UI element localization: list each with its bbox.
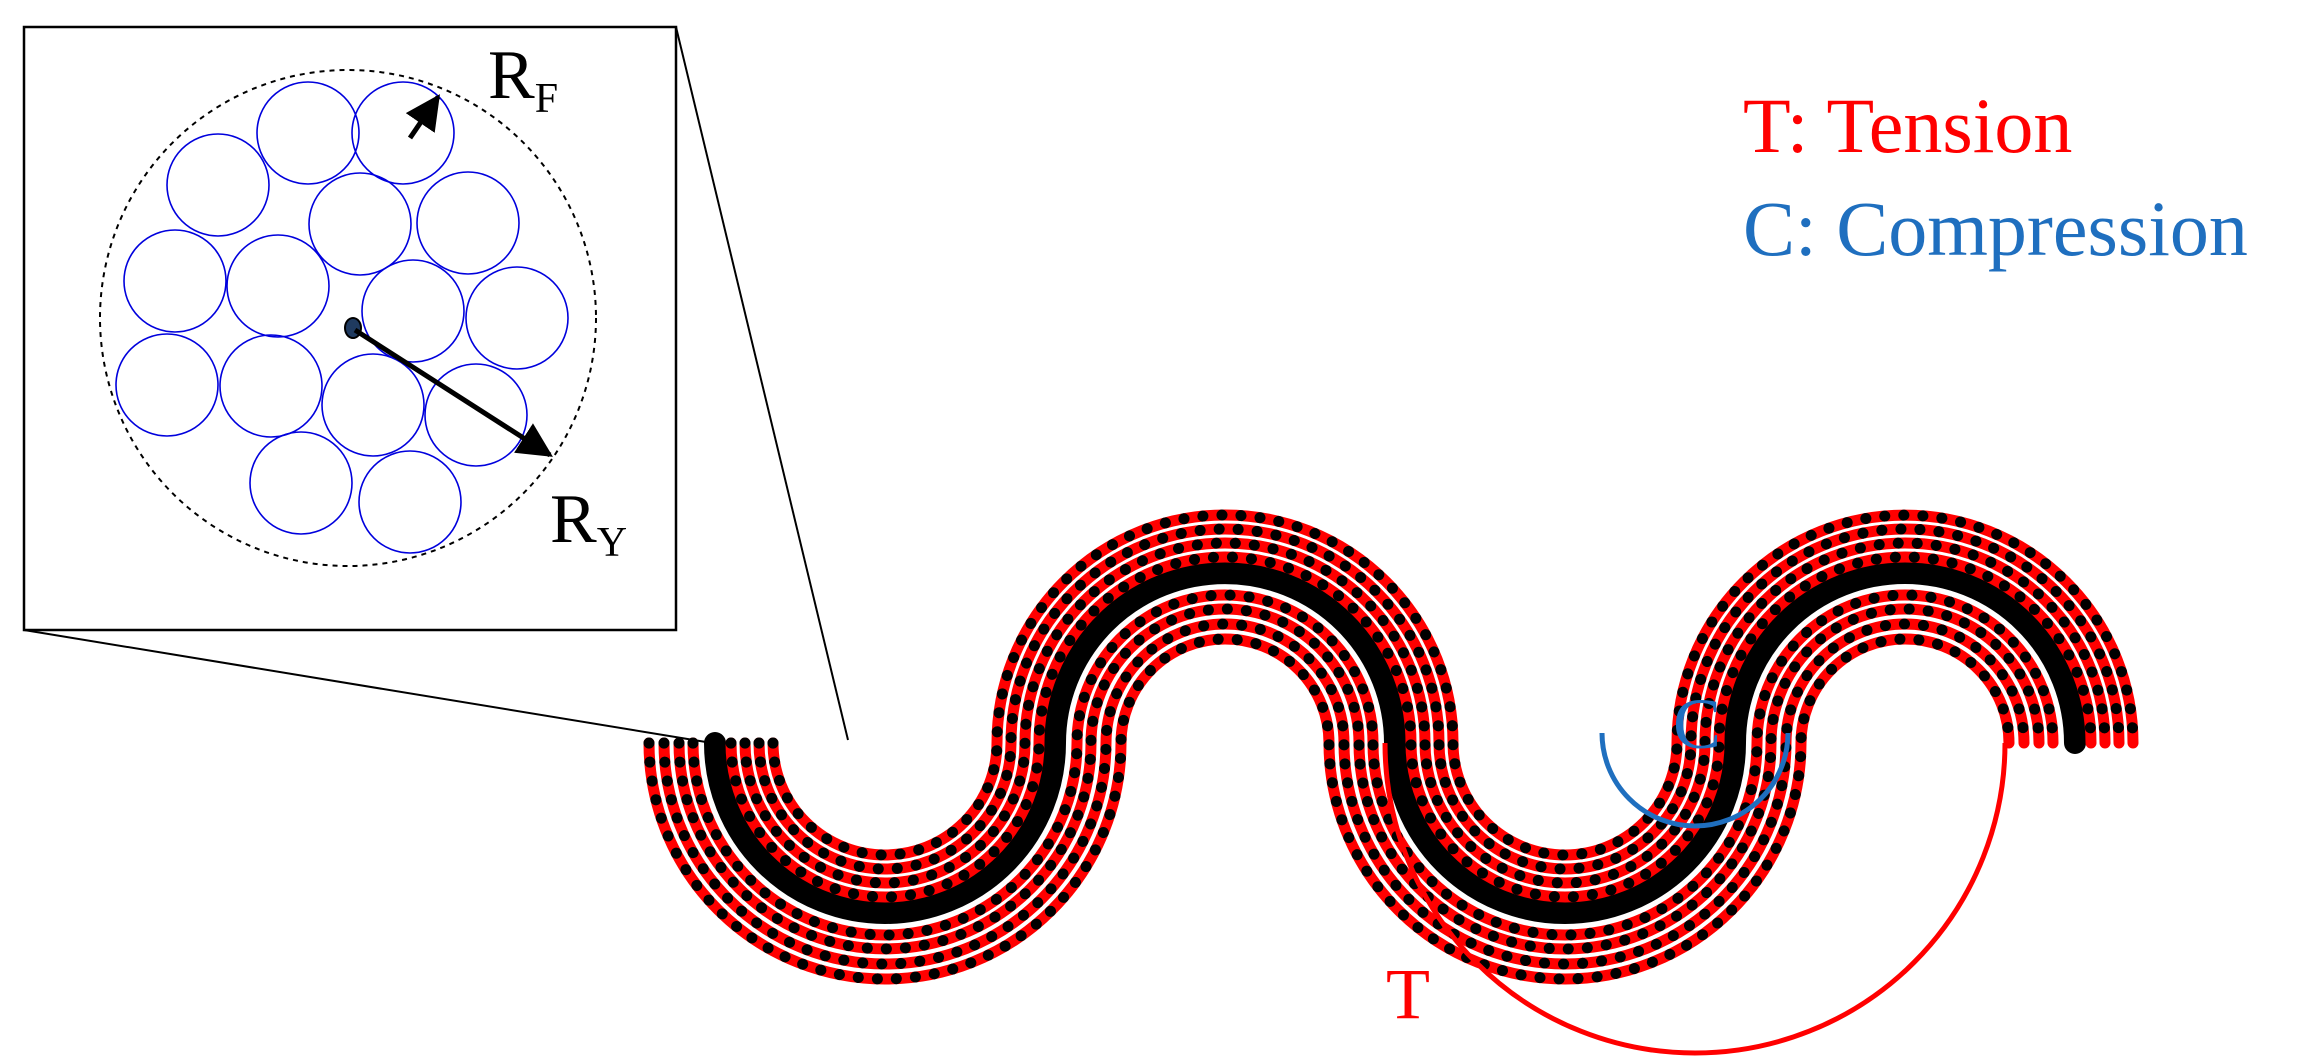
fiber-circle	[249, 431, 353, 535]
zoom-connector-top	[675, 26, 849, 741]
fiber-circle	[361, 259, 465, 363]
yarn-radius-arrow-icon	[353, 327, 553, 458]
fiber-circle	[219, 334, 323, 438]
fiber-circle	[166, 133, 270, 237]
fiber-layer-beads	[673, 603, 2045, 955]
fiber-circle	[226, 234, 330, 338]
fiber-circle	[115, 333, 219, 437]
fiber-layer-beads	[643, 633, 2015, 985]
fiber-circle	[416, 171, 520, 275]
fiber-circle	[351, 81, 455, 185]
fiber-layer-beads	[725, 551, 2097, 903]
compression-region-arc	[1599, 732, 1791, 829]
fiber-circle	[321, 353, 425, 457]
fiber-circle	[424, 363, 528, 467]
compression-region-label: C	[1673, 684, 1721, 764]
fiber-layer-beads	[739, 537, 2111, 889]
fiber-layer-beads	[658, 618, 2030, 970]
fiber-layer-beads	[767, 509, 2139, 861]
legend-compression: C: Compression	[1743, 185, 2248, 272]
yarn-radius-label: RY	[550, 481, 627, 566]
fiber-circle	[308, 172, 412, 276]
fiber-layer-beads	[753, 523, 2125, 875]
fiber-layer-beads	[709, 567, 2081, 919]
fiber-circle	[256, 81, 360, 185]
fiber-radius-arrow-icon	[405, 94, 441, 140]
yarn-boundary	[99, 69, 597, 567]
yarn-cross-section-inset: RF RY	[22, 25, 678, 632]
fiber-layer-beads	[687, 589, 2059, 941]
fiber-circle	[358, 450, 462, 554]
fiber-circle	[123, 229, 227, 333]
bent-yarn-fibers	[643, 509, 2139, 985]
fiber-circle	[465, 266, 569, 370]
legend-tension: T: Tension	[1743, 82, 2072, 169]
zoom-connector-bottom	[23, 629, 713, 744]
fiber-circles	[115, 81, 569, 554]
fiber-radius-label: RF	[488, 37, 558, 122]
tension-region-label: T	[1386, 954, 1430, 1034]
tension-region-arc	[1382, 742, 2008, 1056]
